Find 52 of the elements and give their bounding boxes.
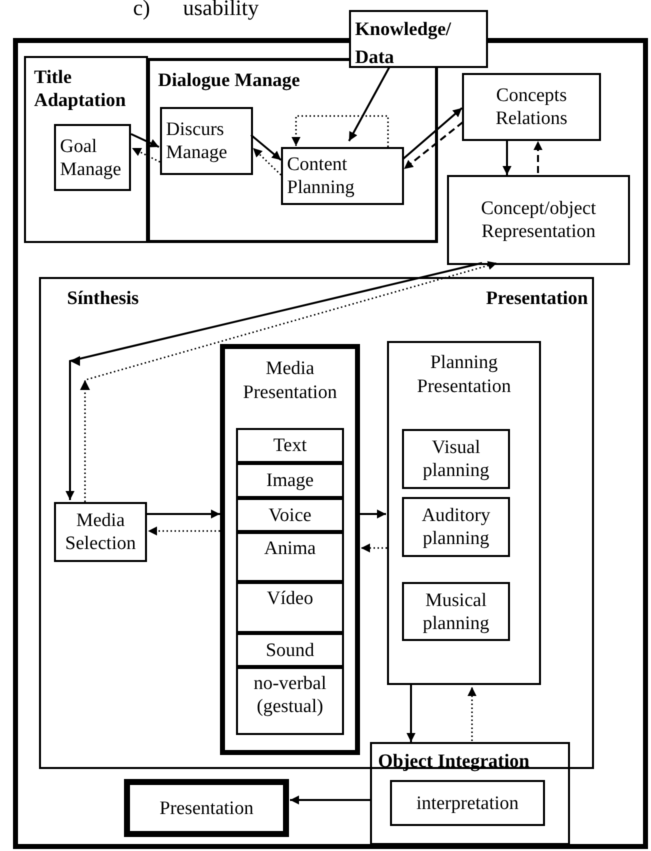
- process-box: [54, 124, 131, 191]
- process-box: [281, 147, 404, 205]
- process-box: [349, 10, 488, 68]
- group-heading: Sínthesis: [67, 287, 139, 310]
- list-marker: c): [133, 0, 150, 20]
- process-box: [236, 633, 344, 667]
- box-label: Concepts Relations: [494, 84, 568, 131]
- group-box: [24, 56, 148, 243]
- process-box: [390, 780, 545, 826]
- group-heading: Presentation: [486, 287, 588, 310]
- box-label: Media Selection: [64, 509, 137, 556]
- group-heading: Dialogue Manage: [158, 69, 300, 92]
- box-label: Presentation: [158, 796, 254, 820]
- process-box: [236, 498, 344, 532]
- process-box: [160, 107, 253, 175]
- box-label: Auditory planning: [420, 504, 492, 551]
- box-label: Sound: [264, 638, 316, 662]
- process-box: [402, 582, 510, 641]
- box-label: Text: [272, 434, 308, 458]
- process-box: [462, 73, 601, 141]
- box-label: Vídeo: [266, 587, 314, 610]
- group-box: [370, 742, 570, 845]
- box-label: no-verbal (gestual): [252, 672, 328, 718]
- box-label: Discurs Manage: [165, 118, 228, 165]
- box-label: Anima: [263, 537, 317, 560]
- process-box: [402, 497, 510, 557]
- group-heading: Object Integration: [378, 750, 530, 773]
- group-heading: Title Adaptation: [34, 66, 127, 112]
- process-box: [124, 779, 289, 837]
- process-box: [447, 175, 630, 265]
- box-label: interpretation: [415, 792, 520, 816]
- box-label: Visual planning: [422, 436, 490, 483]
- process-box: [236, 428, 344, 463]
- box-label: Voice: [268, 504, 312, 528]
- group-box: [220, 344, 360, 755]
- box-label: Goal Manage: [59, 134, 122, 182]
- group-heading: Planning Presentation: [416, 351, 512, 399]
- process-box: [54, 502, 147, 562]
- list-item-text: usability: [183, 0, 259, 20]
- box-label: Concept/object Representation: [480, 197, 598, 244]
- process-box: [236, 463, 344, 498]
- process-box: [236, 582, 344, 633]
- process-box: [236, 532, 344, 582]
- frame-box: [13, 38, 648, 849]
- box-label: Knowledge/ Data: [355, 18, 452, 70]
- process-box: [236, 667, 344, 735]
- box-label: Content Planning: [286, 153, 356, 200]
- box-label: Image: [265, 469, 315, 493]
- process-box: [402, 429, 510, 489]
- group-heading: Media Presentation: [242, 357, 338, 405]
- group-box: [387, 341, 541, 685]
- box-label: Musical planning: [422, 588, 490, 636]
